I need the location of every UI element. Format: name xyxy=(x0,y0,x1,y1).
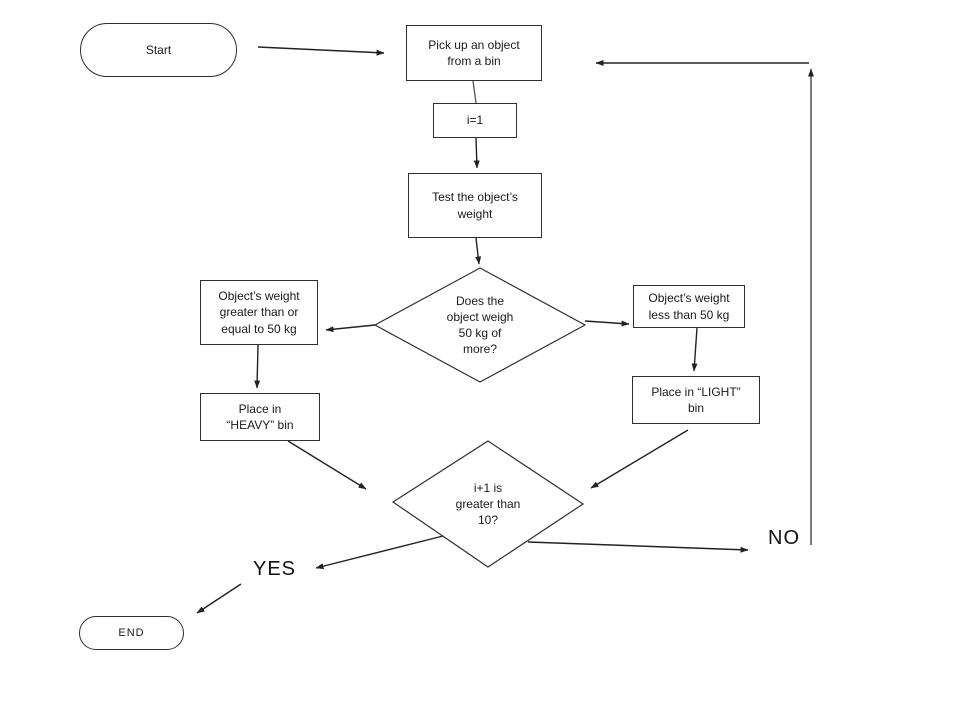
arrow-init-to-test xyxy=(473,137,480,169)
end-terminator: END xyxy=(79,616,184,650)
arrow-test-to-weigh-decision xyxy=(475,237,482,265)
init-counter-box: i=1 xyxy=(433,103,517,138)
loop-decision-diamond-shape xyxy=(391,440,585,568)
heavy-condition-box: Object’s weight greater than or equal to… xyxy=(200,280,318,345)
arrow-heavy-bin-to-loop-decision xyxy=(287,440,367,490)
arrow-decision-to-heavy-condition xyxy=(325,324,376,333)
weigh-decision-label: Does the object weigh 50 kg of more? xyxy=(446,293,514,357)
arrow-yes-to-end xyxy=(196,583,242,614)
heavy-bin-box: Place in “HEAVY” bin xyxy=(200,393,320,441)
test-weight-box: Test the object’s weight xyxy=(408,173,542,238)
yes-label: YES xyxy=(253,558,297,580)
pickup-process-box: Pick up an object from a bin xyxy=(406,25,542,81)
light-bin-box: Place in “LIGHT” bin xyxy=(632,376,760,424)
arrow-loop-decision-no xyxy=(527,541,749,553)
loop-decision-label: i+1 is greater than 10? xyxy=(455,480,521,528)
start-terminator: Start xyxy=(80,23,237,77)
no-label: NO xyxy=(768,527,800,549)
arrow-loop-decision-yes xyxy=(315,535,444,570)
arrow-start-to-pickup xyxy=(257,46,385,56)
arrow-light-condition-to-light-bin xyxy=(691,327,698,372)
arrow-light-bin-to-loop-decision xyxy=(590,429,689,489)
weigh-decision-diamond-shape xyxy=(373,267,587,383)
light-condition-box: Object’s weight less than 50 kg xyxy=(633,285,745,328)
arrow-heavy-condition-to-heavy-bin xyxy=(254,344,261,389)
arrow-decision-to-light-condition xyxy=(584,320,630,327)
line-pickup-to-init xyxy=(472,80,477,104)
